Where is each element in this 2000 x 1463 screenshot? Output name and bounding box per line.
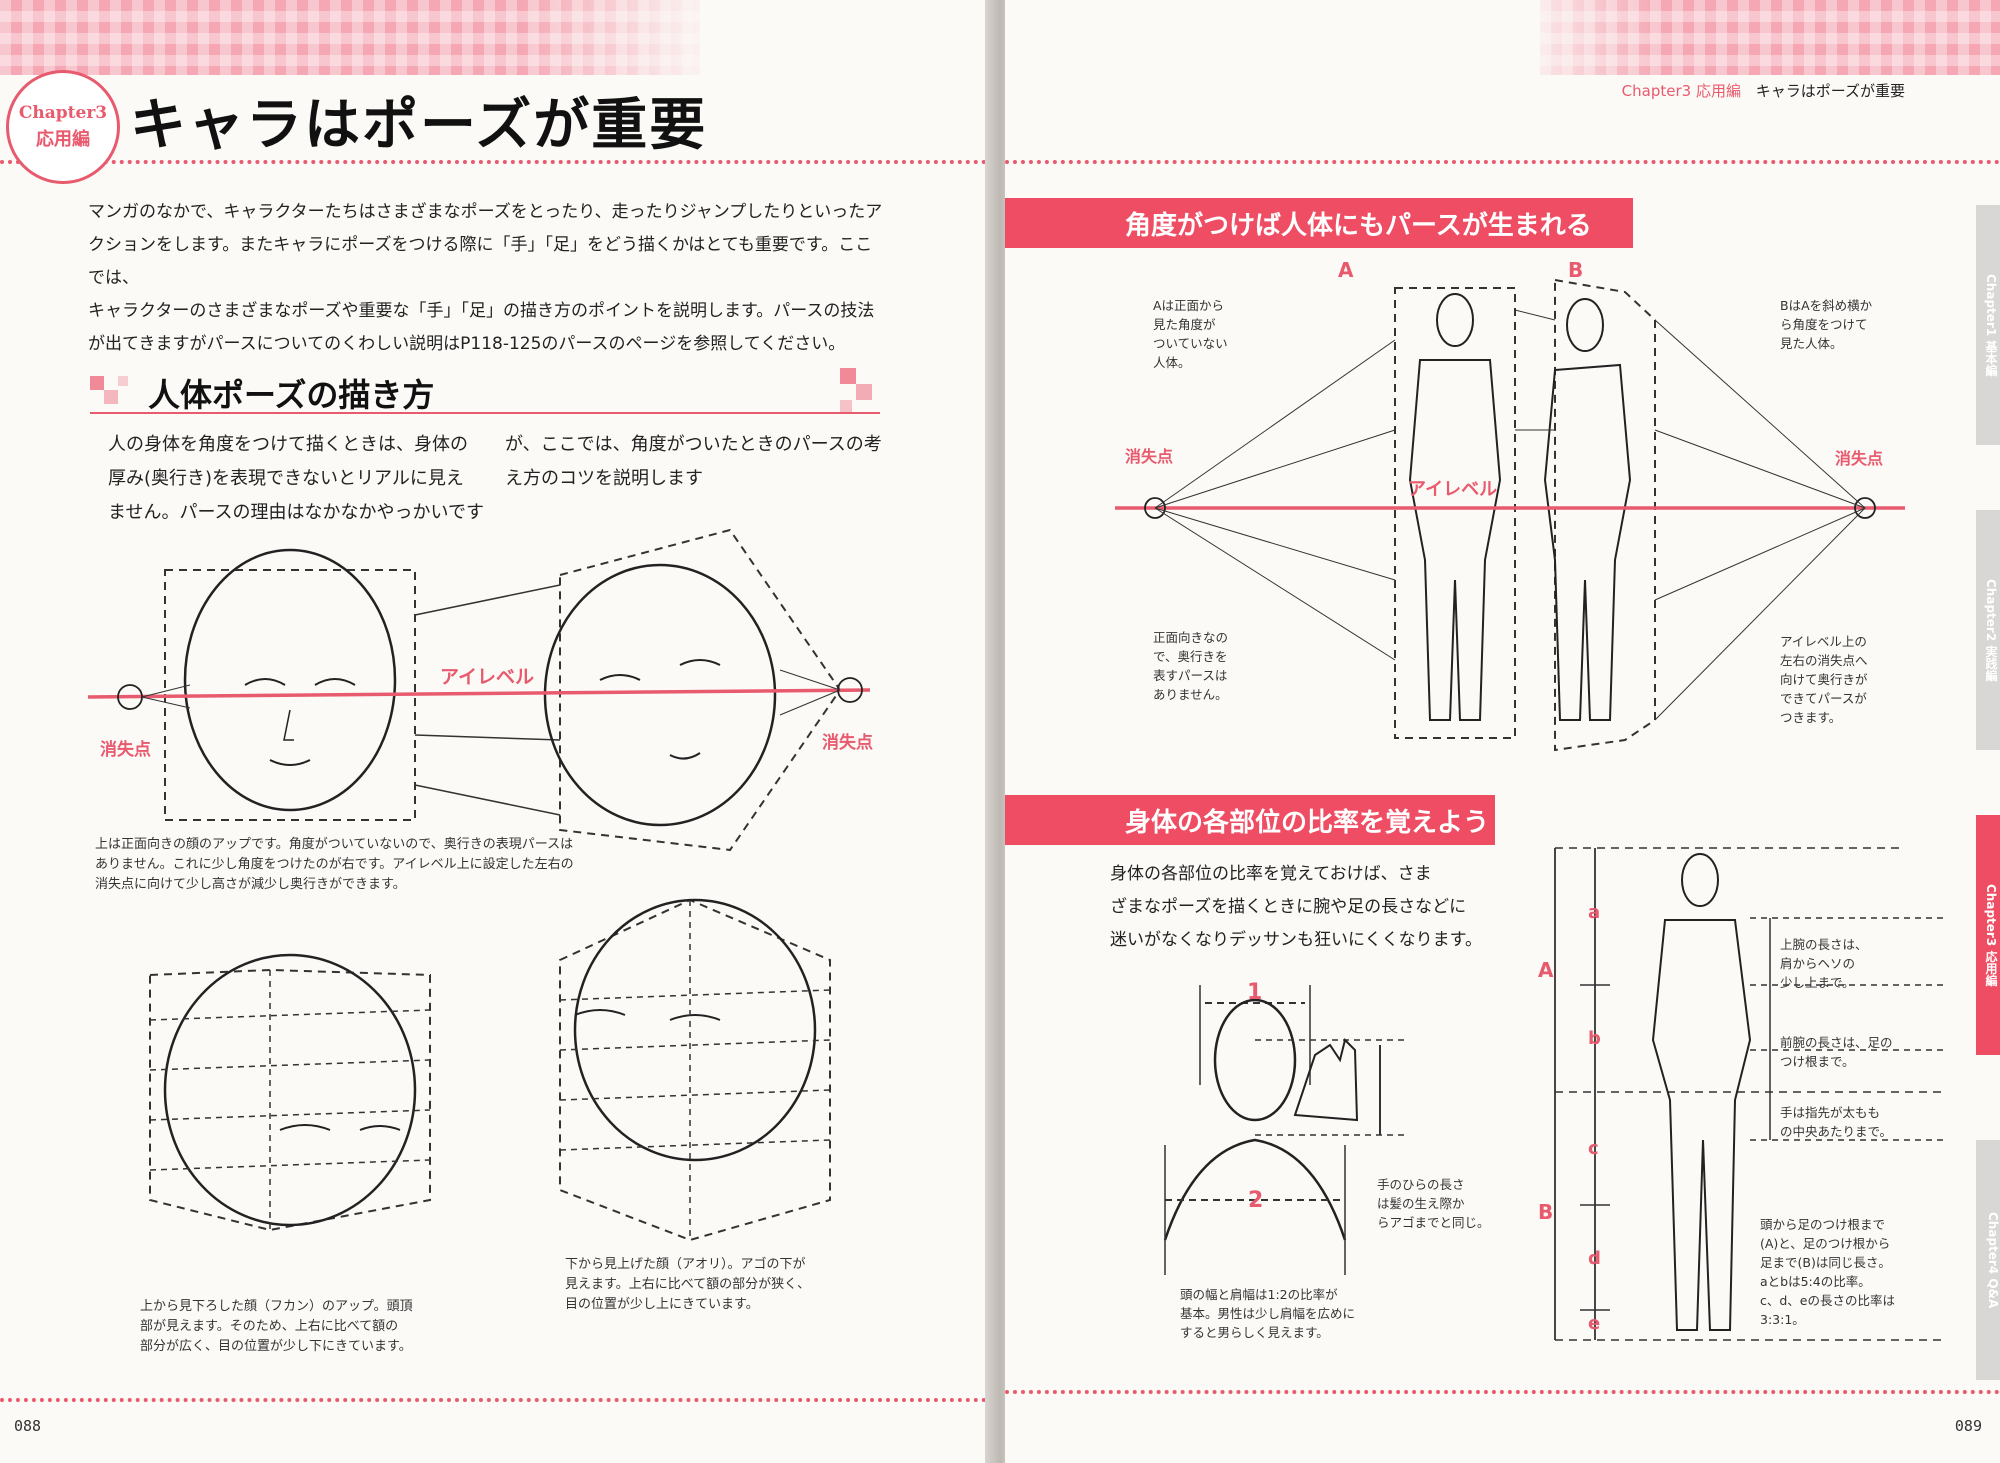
bust-number-1: 1 <box>1247 980 1263 1005</box>
header-divider <box>0 160 995 164</box>
header-divider-right <box>1005 160 2000 164</box>
note-figure-a: Aは正面から 見た角度が ついていない 人体。 <box>1153 298 1228 370</box>
caption-aori: 下から見上げた顔（アオリ）。アゴの下が 見えます。上右に比べて額の部分が狭く、 … <box>565 1257 811 1312</box>
running-head: Chapter3 応用編 キャラはポーズが重要 <box>1621 82 1905 100</box>
note-vanishing: アイレベル上の 左右の消失点へ 向けて奥行きが できてパースが つきます。 <box>1780 634 1868 725</box>
fukan-face-illustration <box>149 953 431 1232</box>
page-number-right: 089 <box>1954 1417 1982 1435</box>
ratio-label-B: B <box>1538 1200 1554 1224</box>
ratio-label-c: c <box>1588 1138 1599 1159</box>
note-figure-b: BはAを斜め横か ら角度をつけて 見た人体。 <box>1780 298 1873 351</box>
ratio-label-e: e <box>1588 1313 1601 1334</box>
vp-label-left: 消失点 <box>1125 447 1174 466</box>
side-tab-chapter4[interactable]: Chapter4 Q&A <box>1976 1140 2000 1380</box>
section-title: 人体ポーズの描き方 <box>148 376 435 414</box>
eye-level-label-right: アイレベル <box>1408 479 1498 500</box>
body-perspective-illustration <box>1115 278 1905 752</box>
section-heading: 人体ポーズの描き方 <box>90 368 880 414</box>
note-front-facing: 正面向きなの で、奥行きを 表すパースは ありません。 <box>1153 630 1229 702</box>
figure-label-b: B <box>1568 258 1584 282</box>
note-forearm: 前腕の長さは、足の つけ根まで。 <box>1780 1035 1893 1069</box>
banner-perspective: 角度がつけば人体にもパースが生まれる <box>1005 198 1633 248</box>
ratio-label-d: d <box>1588 1248 1601 1269</box>
chapter-badge: Chapter3 応用編 <box>6 70 120 184</box>
vanishing-point-label-right: 消失点 <box>822 733 873 753</box>
left-page: Chapter3 応用編 キャラはポーズが重要 マンガのなかで、キャラクターたち… <box>0 0 995 1463</box>
footer-divider <box>0 1398 995 1402</box>
caption-front-face: 上は正面向きの顔のアップです。角度がついていないので、奥行きの表現パースは あり… <box>95 837 574 892</box>
section-text-left: 人の身体を角度をつけて描くときは、身体の 厚み(奥行き)を表現できないとリアルに… <box>108 434 485 523</box>
caption-fukan: 上から見下ろした顔（フカン）のアップ。頭頂 部が見えます。そのため、上右に比べて… <box>140 1299 413 1354</box>
bust-number-2: 2 <box>1248 1188 1264 1213</box>
intro-paragraph: マンガのなかで、キャラクターたちはさまざまなポーズをとったり、走ったりジャンプし… <box>88 202 883 354</box>
ratio-label-b: b <box>1588 1028 1601 1049</box>
figure-label-a: A <box>1338 258 1354 282</box>
vanishing-point-label-left: 消失点 <box>100 740 151 760</box>
ratio-label-a: a <box>1588 902 1601 923</box>
side-tab-chapter1[interactable]: Chapter1 基本編 <box>1976 205 2000 445</box>
banner-ratio: 身体の各部位の比率を覚えよう <box>1005 795 1495 845</box>
vp-label-right: 消失点 <box>1835 449 1884 468</box>
face-perspective-illustration <box>87 528 871 852</box>
note-upper-arm: 上腕の長さは、 肩からヘソの 少し上まで。 <box>1780 937 1868 990</box>
side-tab-chapter3[interactable]: Chapter3 応用編 <box>1976 815 2000 1055</box>
body-ratio-illustration <box>1554 847 1945 1341</box>
ratio-intro-text: 身体の各部位の比率を覚えておけば、さま ざまなポーズを描くときに腕や足の長さなど… <box>1110 864 1482 950</box>
footer-divider-right <box>1005 1390 2000 1394</box>
page-title: キャラはポーズが重要 <box>130 93 708 158</box>
note-shoulder-width: 頭の幅と肩幅は1:2の比率が 基本。男性は少し肩幅を広めに すると男らしく見えま… <box>1180 1287 1356 1340</box>
aori-face-illustration <box>559 898 831 1242</box>
side-tab-chapter2[interactable]: Chapter2 実践編 <box>1976 510 2000 750</box>
note-body-ratio: 頭から足のつけ根まで (A)と、足のつけ根から 足まで(B)は同じ長さ。 aとb… <box>1760 1217 1895 1327</box>
ratio-label-A: A <box>1538 958 1554 982</box>
right-page: Chapter3 応用編 キャラはポーズが重要 角度がつけば人体にもパースが生ま… <box>1005 0 2000 1463</box>
bust-ratio-illustration <box>1163 985 1405 1275</box>
page-number-left: 088 <box>14 1417 42 1435</box>
note-hand-length: 手のひらの長さ は髪の生え際か らアゴまでと同じ。 <box>1377 1177 1490 1230</box>
note-hand-tip: 手は指先が太もも の中央あたりまで。 <box>1780 1105 1893 1139</box>
section-text-right: が、ここでは、角度がついたときのパースの考 え方のコツを説明します <box>505 434 882 489</box>
eye-level-label: アイレベル <box>440 666 535 688</box>
